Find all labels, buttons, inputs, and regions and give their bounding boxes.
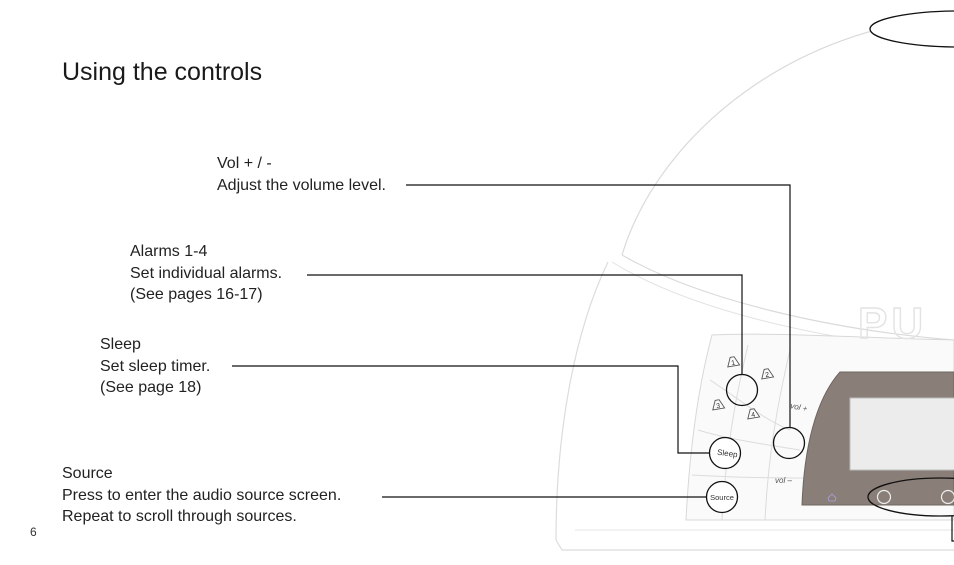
alarm-4-label: 4 bbox=[751, 412, 756, 420]
panel-divider-2 bbox=[764, 349, 791, 521]
vol-leader-line bbox=[406, 184, 791, 427]
alarm-1-button[interactable]: 1 bbox=[726, 356, 741, 368]
display-screen bbox=[849, 397, 954, 471]
device-base-line bbox=[555, 539, 954, 551]
sleep-callout-text: Sleep Set sleep timer. (See page 18) bbox=[100, 334, 210, 399]
sleep-callout-desc: Set sleep timer. bbox=[100, 357, 211, 375]
device-body-outline bbox=[555, 261, 609, 541]
alarms-callout-name: Alarms 1-4 bbox=[130, 243, 208, 260]
alarm-3-button[interactable]: 3 bbox=[711, 399, 726, 411]
alarms-leader-line bbox=[307, 274, 743, 374]
vol-button-callout[interactable] bbox=[772, 426, 806, 460]
alarms-callout-desc: Set individual alarms. bbox=[130, 264, 283, 282]
source-callout-name: Source bbox=[62, 465, 113, 482]
sleep-leader-line bbox=[232, 365, 709, 454]
source-callout-desc: Press to enter the audio source screen. bbox=[62, 486, 342, 504]
page-number: 6 bbox=[30, 525, 37, 539]
panel-knob-right bbox=[940, 489, 954, 505]
page-title: Using the controls bbox=[62, 58, 263, 86]
alarm-2-button[interactable]: 2 bbox=[760, 368, 775, 380]
source-callout-text: Source Press to enter the audio source s… bbox=[62, 463, 341, 528]
device-top-oval bbox=[869, 10, 954, 48]
sleep-callout-ref: (See page 18) bbox=[100, 379, 202, 396]
alarm-2-label: 2 bbox=[765, 372, 770, 380]
alarms-callout-text: Alarms 1-4 Set individual alarms. (See p… bbox=[130, 241, 282, 306]
brand-text: PU bbox=[858, 299, 927, 348]
vol-up-label: vol + bbox=[790, 401, 809, 413]
vol-down-label: vol – bbox=[775, 476, 792, 485]
panel-knob-left bbox=[876, 489, 892, 505]
source-button-label: Source bbox=[710, 493, 734, 502]
bottom-right-leader-line bbox=[951, 516, 954, 542]
source-callout-desc-2: Repeat to scroll through sources. bbox=[62, 508, 297, 525]
sleep-button-label: Sleep bbox=[717, 448, 739, 460]
alarm-3-label: 3 bbox=[716, 403, 721, 411]
home-icon bbox=[827, 493, 837, 502]
sleep-callout-name: Sleep bbox=[100, 336, 141, 353]
panel-divider-4 bbox=[697, 429, 801, 451]
device-dome bbox=[621, 17, 954, 256]
alarms-callout-ref: (See pages 16-17) bbox=[130, 286, 263, 303]
alarms-button-callout[interactable] bbox=[725, 373, 759, 407]
vol-callout-name: Vol + / - bbox=[217, 155, 272, 172]
panel-divider-5 bbox=[691, 474, 806, 479]
alarm-1-label: 1 bbox=[731, 360, 736, 368]
vol-callout-text: Vol + / - Adjust the volume level. bbox=[217, 153, 386, 196]
alarm-4-button[interactable]: 4 bbox=[746, 408, 761, 420]
sleep-button[interactable] bbox=[708, 436, 742, 470]
vol-callout-desc: Adjust the volume level. bbox=[217, 176, 386, 194]
brand-panel-oval bbox=[867, 477, 954, 517]
source-button[interactable] bbox=[705, 480, 739, 514]
device-dome-inner bbox=[621, 254, 954, 341]
